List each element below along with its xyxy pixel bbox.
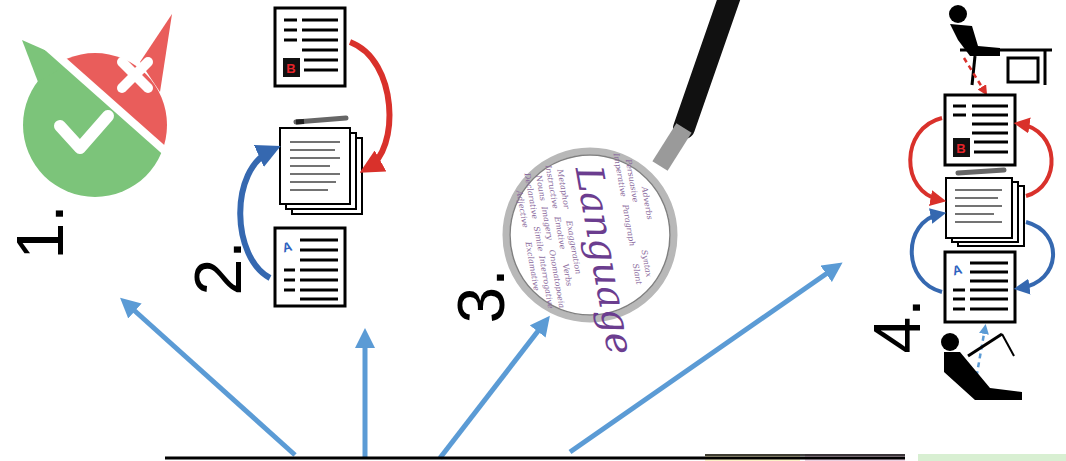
document-letter: B [286, 62, 295, 75]
word-cloud-term: Nouns [534, 174, 546, 201]
cropped-strip [165, 454, 1066, 461]
word-cloud-term: Syntax [640, 249, 653, 278]
word-cloud: LanguageAdverbsPersuasiveSyntaxImperativ… [511, 149, 669, 320]
word-cloud-term: Paragraph [620, 204, 635, 247]
word-cloud-term: Emotive [553, 216, 567, 250]
collaboration-icon [910, 5, 1053, 400]
feedback-bubble-icon [0, 0, 200, 197]
document-letter: B [956, 142, 965, 155]
word-cloud-term: Simile [532, 226, 544, 252]
fan-arrows [126, 267, 836, 458]
callout-number: 4. [864, 298, 930, 353]
callout-number: 3. [448, 268, 514, 323]
callout-number: 2. [185, 240, 251, 295]
drafting-icon [240, 8, 389, 306]
word-cloud-term: Verbs [561, 263, 573, 287]
callout-number: 1. [7, 204, 73, 259]
word-cloud-term: Slant [631, 263, 643, 285]
